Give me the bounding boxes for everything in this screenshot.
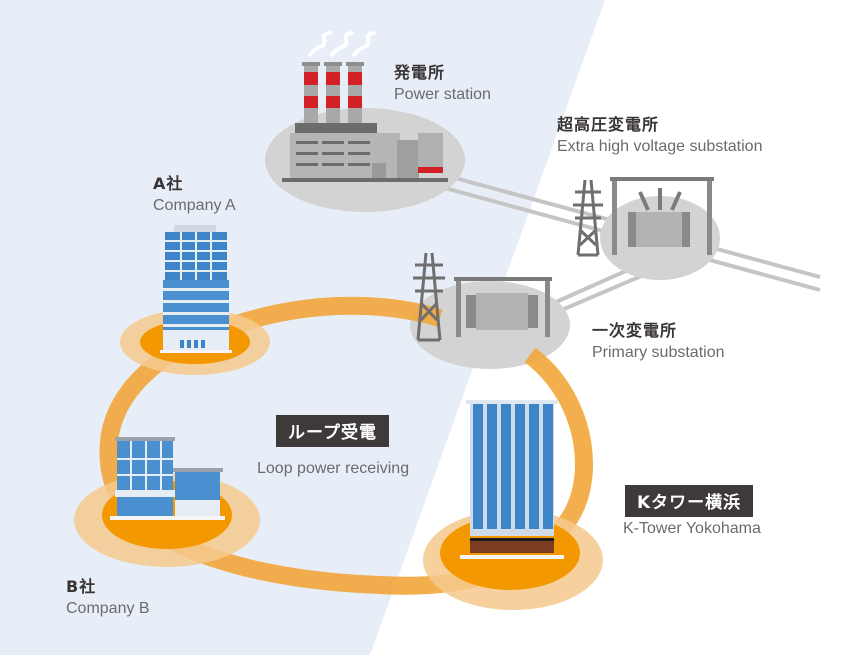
company-a-label: A社 Company A xyxy=(153,170,236,215)
office-tower-icon xyxy=(160,225,232,353)
office-building-icon xyxy=(110,437,225,520)
transmission-tower-icon xyxy=(413,252,445,342)
skyscraper-icon xyxy=(460,400,564,559)
transformer-icon xyxy=(610,177,714,255)
primary-substation-label: 一次変電所 Primary substation xyxy=(592,317,725,362)
ehv-substation-en: Extra high voltage substation xyxy=(557,138,763,155)
company-a-en: Company A xyxy=(153,197,236,214)
primary-substation-jp: 一次変電所 xyxy=(592,321,678,340)
power-station-label: 発電所 Power station xyxy=(394,59,491,104)
k-tower-label-en: K-Tower Yokohama xyxy=(623,516,761,538)
ehv-substation-label: 超高圧変電所 Extra high voltage substation xyxy=(557,111,762,156)
k-tower-en: K-Tower Yokohama xyxy=(623,520,761,537)
loop-tag: ループ受電 xyxy=(276,415,389,447)
k-tower-label: Kタワー横浜 xyxy=(625,485,754,517)
loop-en: Loop power receiving xyxy=(257,460,410,477)
company-a-jp: A社 xyxy=(153,174,184,193)
loop-label-en: Loop power receiving xyxy=(257,456,409,478)
ehv-substation-jp: 超高圧変電所 xyxy=(557,115,660,134)
loop-label: ループ受電 xyxy=(276,415,389,447)
company-b-jp: B社 xyxy=(66,577,97,596)
company-b-en: Company B xyxy=(66,600,150,617)
transmission-tower-icon xyxy=(573,179,603,257)
primary-substation-en: Primary substation xyxy=(592,344,725,361)
k-tower-tag: Kタワー横浜 xyxy=(625,485,754,517)
power-plant-icon xyxy=(282,31,448,182)
company-b-label: B社 Company B xyxy=(66,573,150,618)
transformer-icon xyxy=(454,277,552,337)
power-station-en: Power station xyxy=(394,86,491,103)
power-station-jp: 発電所 xyxy=(394,63,446,82)
